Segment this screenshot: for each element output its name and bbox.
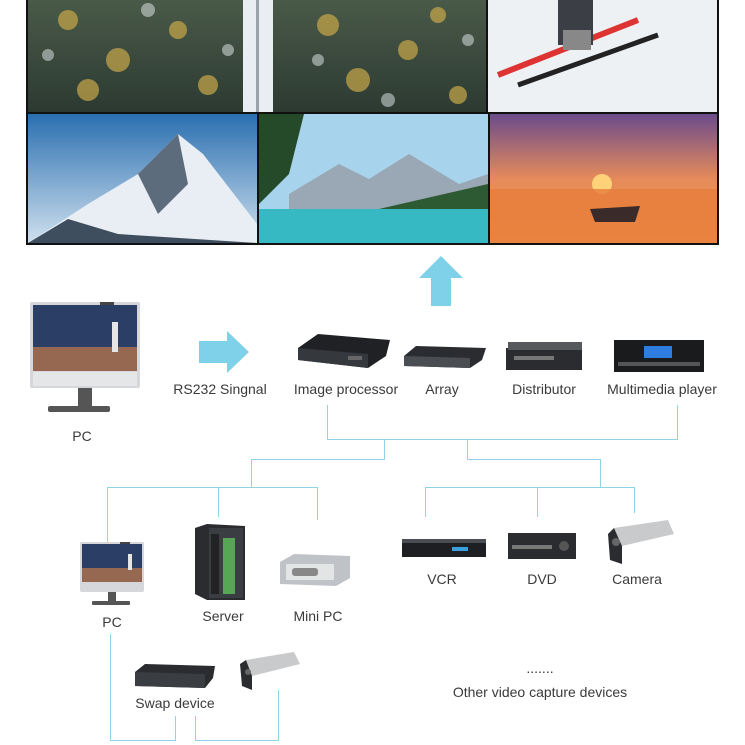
server-label: Server [195, 608, 251, 624]
swap-device-label: Swap device [128, 695, 222, 711]
image-processor-icon [298, 334, 390, 368]
connector-line [107, 487, 318, 488]
connector-line [251, 459, 252, 487]
connector-line [251, 459, 385, 460]
up-arrow-icon [419, 256, 463, 306]
connector-line [425, 487, 426, 517]
pc-label: PC [92, 614, 132, 630]
connector-line [467, 459, 601, 460]
connector-line [107, 487, 108, 542]
wall-tile-mountain [28, 114, 257, 243]
right-arrow-icon [199, 331, 249, 373]
distributor-label: Distributor [500, 381, 588, 397]
camera-icon [608, 520, 674, 566]
dvd-icon [508, 533, 576, 559]
image-processor-label: Image processor [290, 381, 402, 397]
connector-line [600, 459, 601, 487]
connector-line [175, 716, 176, 741]
multimedia-player-icon [614, 340, 704, 372]
wall-tile-lake [259, 114, 488, 243]
wall-tile-forest-road [28, 0, 486, 112]
vcr-icon [402, 539, 486, 559]
connector-line [327, 439, 678, 440]
connector-line [317, 487, 318, 520]
mini-pc-label: Mini PC [286, 608, 350, 624]
swap-device-icon [135, 664, 215, 690]
connector-line [425, 487, 635, 488]
connector-line [537, 487, 538, 517]
wall-tile-skier [488, 0, 717, 112]
wall-tile-sunset [490, 114, 717, 243]
connector-line [467, 439, 468, 459]
connector-line [195, 740, 278, 741]
connector-line [384, 439, 385, 459]
connector-line [195, 716, 196, 741]
pc-top-label: PC [62, 428, 102, 444]
pc-monitor-icon [30, 302, 142, 417]
connector-line [634, 487, 635, 513]
connector-line [110, 634, 111, 740]
other-devices-label: Other video capture devices [430, 684, 650, 700]
connector-line [327, 405, 328, 439]
pc-small-monitor-icon [80, 542, 146, 608]
array-label: Array [414, 381, 470, 397]
multimedia-player-label: Multimedia player [600, 381, 724, 397]
connector-line [677, 405, 678, 439]
ellipsis: ....... [510, 660, 570, 676]
rs232-label: RS232 Singnal [168, 381, 272, 397]
connector-line [110, 740, 175, 741]
camera-label: Camera [604, 571, 670, 587]
connector-line [278, 690, 279, 741]
connector-line [218, 487, 219, 517]
server-icon [195, 524, 245, 600]
video-wall [26, 0, 719, 245]
dvd-label: DVD [514, 571, 570, 587]
vcr-label: VCR [416, 571, 468, 587]
array-icon [404, 346, 486, 368]
mini-pc-icon [280, 554, 350, 586]
camera-small-icon [240, 652, 300, 692]
distributor-icon [506, 342, 584, 370]
